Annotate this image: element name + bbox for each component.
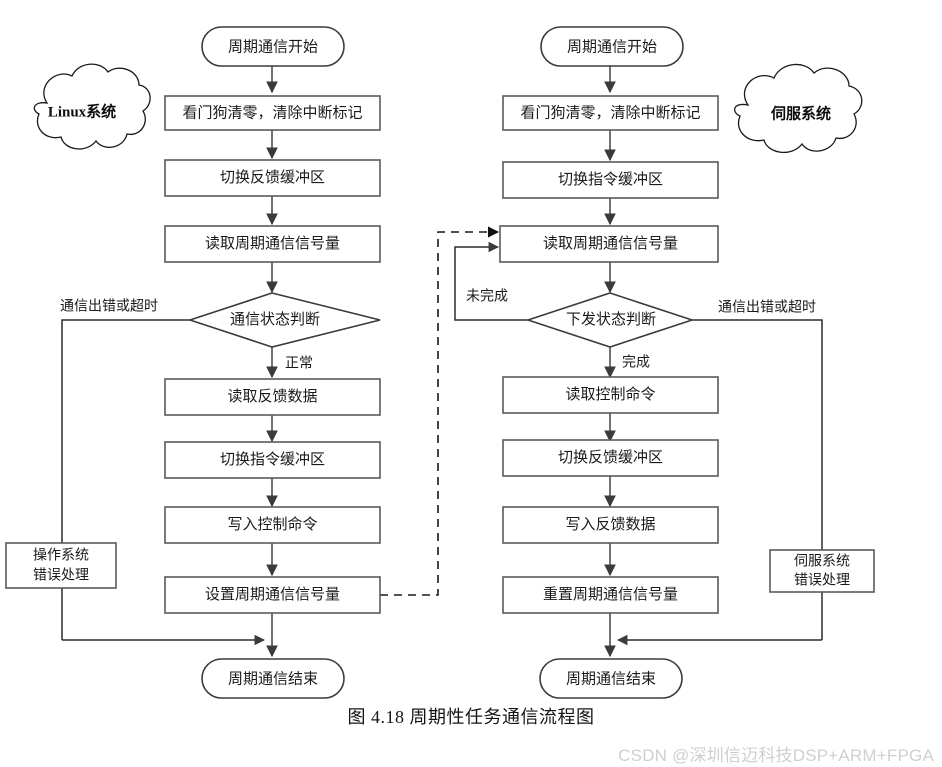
cloud-servo: 伺服系统 [733,63,863,153]
node-right-end-label: 周期通信结束 [566,670,656,687]
node-left-start[interactable]: 周期通信开始 [201,26,345,67]
node-left-step-5[interactable]: 切换指令缓冲区 [164,441,381,479]
cloud-servo-label: 伺服系统 [770,104,831,122]
process-shape [502,376,719,414]
node-right-step-3[interactable]: 读取周期通信信号量 [499,225,719,263]
node-left-error-handler-line2: 错误处理 [33,567,89,583]
node-left-step-6[interactable]: 写入控制命令 [164,506,381,544]
node-right-step-1[interactable]: 看门狗清零，清除中断标记 [502,95,719,131]
node-right-start-label: 周期通信开始 [567,38,657,55]
csdn-watermark: CSDN @深圳信迈科技DSP+ARM+FPGA [618,746,934,765]
node-right-step-2-label: 切换指令缓冲区 [558,171,663,188]
cloud-linux: Linux系统 [33,63,151,150]
node-right-step-7[interactable]: 重置周期通信信号量 [502,576,719,614]
node-right-step-5[interactable]: 切换反馈缓冲区 [502,439,719,477]
node-right-error-handler-line2: 错误处理 [794,572,850,588]
node-left-step-1[interactable]: 看门狗清零，清除中断标记 [164,95,381,131]
process-shape [164,576,381,614]
node-left-step-2-label: 切换反馈缓冲区 [220,169,325,186]
edge-label-left-ok: 正常 [285,355,313,371]
node-left-step-1-label: 看门狗清零，清除中断标记 [182,104,362,121]
node-left-end[interactable]: 周期通信结束 [201,658,345,699]
edge-label-left-error: 通信出错或超时 [60,298,158,314]
decision-shape [525,292,695,348]
node-right-step-4[interactable]: 读取控制命令 [502,376,719,414]
node-right-error-handler-line1: 伺服系统 [794,553,850,569]
node-left-step-7[interactable]: 设置周期通信信号量 [164,576,381,614]
node-left-decision[interactable]: 通信状态判断 [187,292,381,348]
node-right-step-6-label: 写入反馈数据 [565,516,655,533]
edge-R4-R9 [692,319,823,640]
edge-L8-R3-dashed [380,226,500,596]
node-left-step-4-label: 读取反馈数据 [227,388,317,405]
process-shape [502,439,719,477]
terminator-shape [540,26,684,67]
process-shape [499,225,719,263]
left-edges [61,66,278,658]
node-right-step-2[interactable]: 切换指令缓冲区 [502,161,719,199]
process-shape [164,159,381,197]
node-left-step-5-label: 切换指令缓冲区 [220,451,325,468]
node-right-decision-label: 下发状态判断 [566,311,656,328]
cloud-shape [33,63,151,150]
process-shape [164,378,381,416]
node-right-decision[interactable]: 下发状态判断 [525,292,695,348]
node-right-end[interactable]: 周期通信结束 [539,658,683,699]
terminator-shape [201,26,345,67]
cloud-linux-label: Linux系统 [48,102,116,120]
decision-shape [187,292,381,348]
edge-R4-R3-loop [454,241,528,321]
node-left-step-6-label: 写入控制命令 [227,515,317,533]
node-left-end-label: 周期通信结束 [228,670,318,687]
node-right-error-handler[interactable]: 伺服系统 错误处理 [769,549,875,593]
process-shape [164,95,381,131]
node-left-error-handler[interactable]: 操作系统 错误处理 [5,542,117,589]
process-shape [164,441,381,479]
cross-lane-edges [380,226,500,596]
process-shape [5,542,117,589]
node-left-step-7-label: 设置周期通信信号量 [205,586,340,603]
process-shape [502,506,719,544]
terminator-shape [539,658,683,699]
process-shape [164,506,381,544]
process-shape [769,549,875,593]
node-right-step-3-label: 读取周期通信信号量 [543,235,678,252]
process-shape [502,95,719,131]
process-shape [164,225,381,263]
cloud-shape [733,63,863,153]
node-left-step-2[interactable]: 切换反馈缓冲区 [164,159,381,197]
node-right-step-4-label: 读取控制命令 [565,385,655,403]
terminator-shape [201,658,345,699]
edge-label-right-ok: 完成 [622,354,650,370]
edge-L4-L9 [61,319,190,640]
node-right-step-7-label: 重置周期通信信号量 [543,586,678,603]
node-right-step-1-label: 看门狗清零，清除中断标记 [520,104,700,121]
edge-label-right-incomplete: 未完成 [466,288,508,304]
figure-caption: 图 4.18 周期性任务通信流程图 [347,707,595,727]
node-left-step-3-label: 读取周期通信信号量 [205,235,340,252]
right-edges [454,66,823,658]
node-left-start-label: 周期通信开始 [228,38,318,55]
node-right-step-6[interactable]: 写入反馈数据 [502,506,719,544]
process-shape [502,576,719,614]
node-left-decision-label: 通信状态判断 [230,311,320,328]
process-shape [502,161,719,199]
edge-label-right-error: 通信出错或超时 [718,299,816,315]
node-right-start[interactable]: 周期通信开始 [540,26,684,67]
node-right-step-5-label: 切换反馈缓冲区 [558,449,663,466]
node-left-step-3[interactable]: 读取周期通信信号量 [164,225,381,263]
node-left-error-handler-line1: 操作系统 [33,547,89,563]
node-left-step-4[interactable]: 读取反馈数据 [164,378,381,416]
